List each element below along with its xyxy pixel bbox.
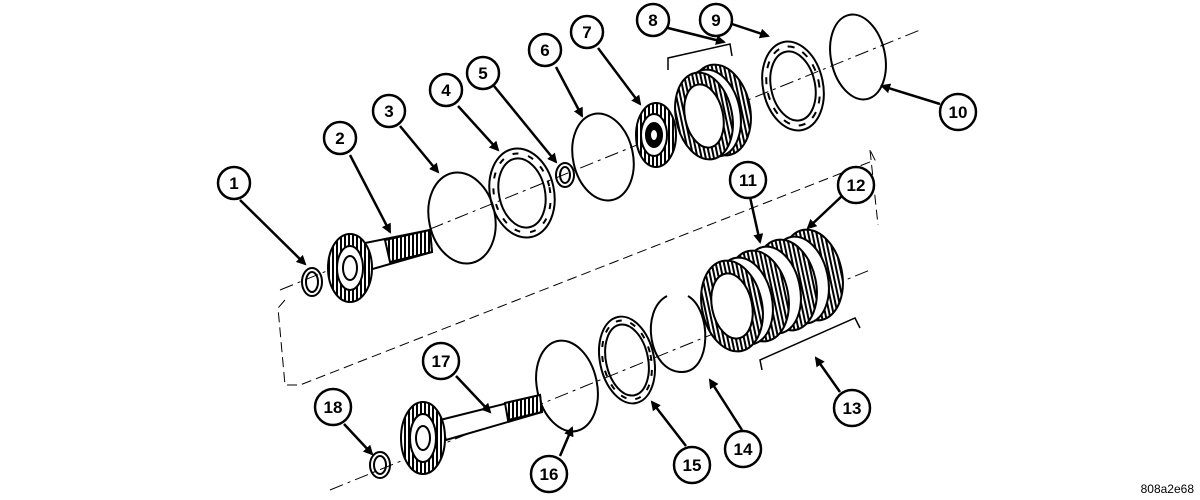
callout-17-label: 17	[432, 352, 451, 371]
part-15-plate	[598, 315, 656, 405]
part-4-reaction-plate	[488, 147, 556, 239]
callout-14: 14	[723, 429, 763, 469]
callout-14-label: 14	[734, 440, 753, 459]
bracket-part-8	[667, 43, 733, 70]
callout-12: 12	[836, 165, 876, 205]
callout-2: 2	[322, 120, 358, 156]
callout-8-label: 8	[648, 11, 657, 30]
callout-5-label: 5	[478, 64, 487, 83]
callout-11: 11	[728, 160, 768, 200]
callout-7: 7	[569, 14, 605, 50]
bracket-part-13	[759, 317, 861, 371]
part-7-hub	[635, 102, 677, 168]
leader-arrows	[239, 22, 941, 457]
part-8-clutch-pack	[674, 63, 752, 161]
center-axis-lower	[329, 269, 871, 491]
callout-10: 10	[938, 92, 978, 132]
part-10-snap-ring	[829, 13, 887, 101]
callout-3-label: 3	[384, 102, 393, 121]
callout-9-label: 9	[711, 11, 720, 30]
part-16-snap-ring	[535, 339, 599, 433]
callout-6-label: 6	[540, 41, 549, 60]
callout-6: 6	[527, 32, 563, 68]
callout-1: 1	[216, 165, 252, 201]
callout-15-label: 15	[683, 456, 702, 475]
callout-16: 16	[529, 454, 569, 494]
figure-reference-code: 808a2e68	[1140, 482, 1194, 496]
callout-10-label: 10	[949, 103, 968, 122]
callout-18-label: 18	[324, 398, 343, 417]
callout-15: 15	[672, 445, 712, 485]
callout-4-label: 4	[441, 81, 451, 100]
part-14-snap-ring	[649, 295, 707, 374]
callout-2-label: 2	[335, 129, 344, 148]
callout-8: 8	[635, 2, 671, 38]
part-9-pressure-plate	[761, 40, 825, 132]
callout-9: 9	[698, 2, 734, 38]
callout-13-label: 13	[843, 399, 862, 418]
part-1-snap-ring	[301, 267, 323, 297]
part-6-snap-ring	[571, 112, 635, 202]
callout-1-label: 1	[229, 174, 238, 193]
callout-17: 17	[421, 341, 461, 381]
part-3-snap-ring	[427, 171, 497, 265]
callout-16-label: 16	[540, 465, 559, 484]
callout-4: 4	[428, 72, 464, 108]
callout-18: 18	[313, 387, 353, 427]
callout-12-label: 12	[847, 176, 866, 195]
callout-11-label: 11	[739, 171, 757, 190]
part-17-gear-shaft	[400, 393, 544, 475]
callout-3: 3	[371, 93, 407, 129]
callout-7-label: 7	[582, 23, 591, 42]
callout-13: 13	[832, 388, 872, 428]
callout-5: 5	[465, 55, 501, 91]
part-18-snap-ring	[369, 451, 391, 479]
part-2-gear-shaft	[327, 228, 434, 303]
part-11-12-clutch-plates	[700, 228, 844, 353]
part-5-washer	[555, 162, 575, 188]
